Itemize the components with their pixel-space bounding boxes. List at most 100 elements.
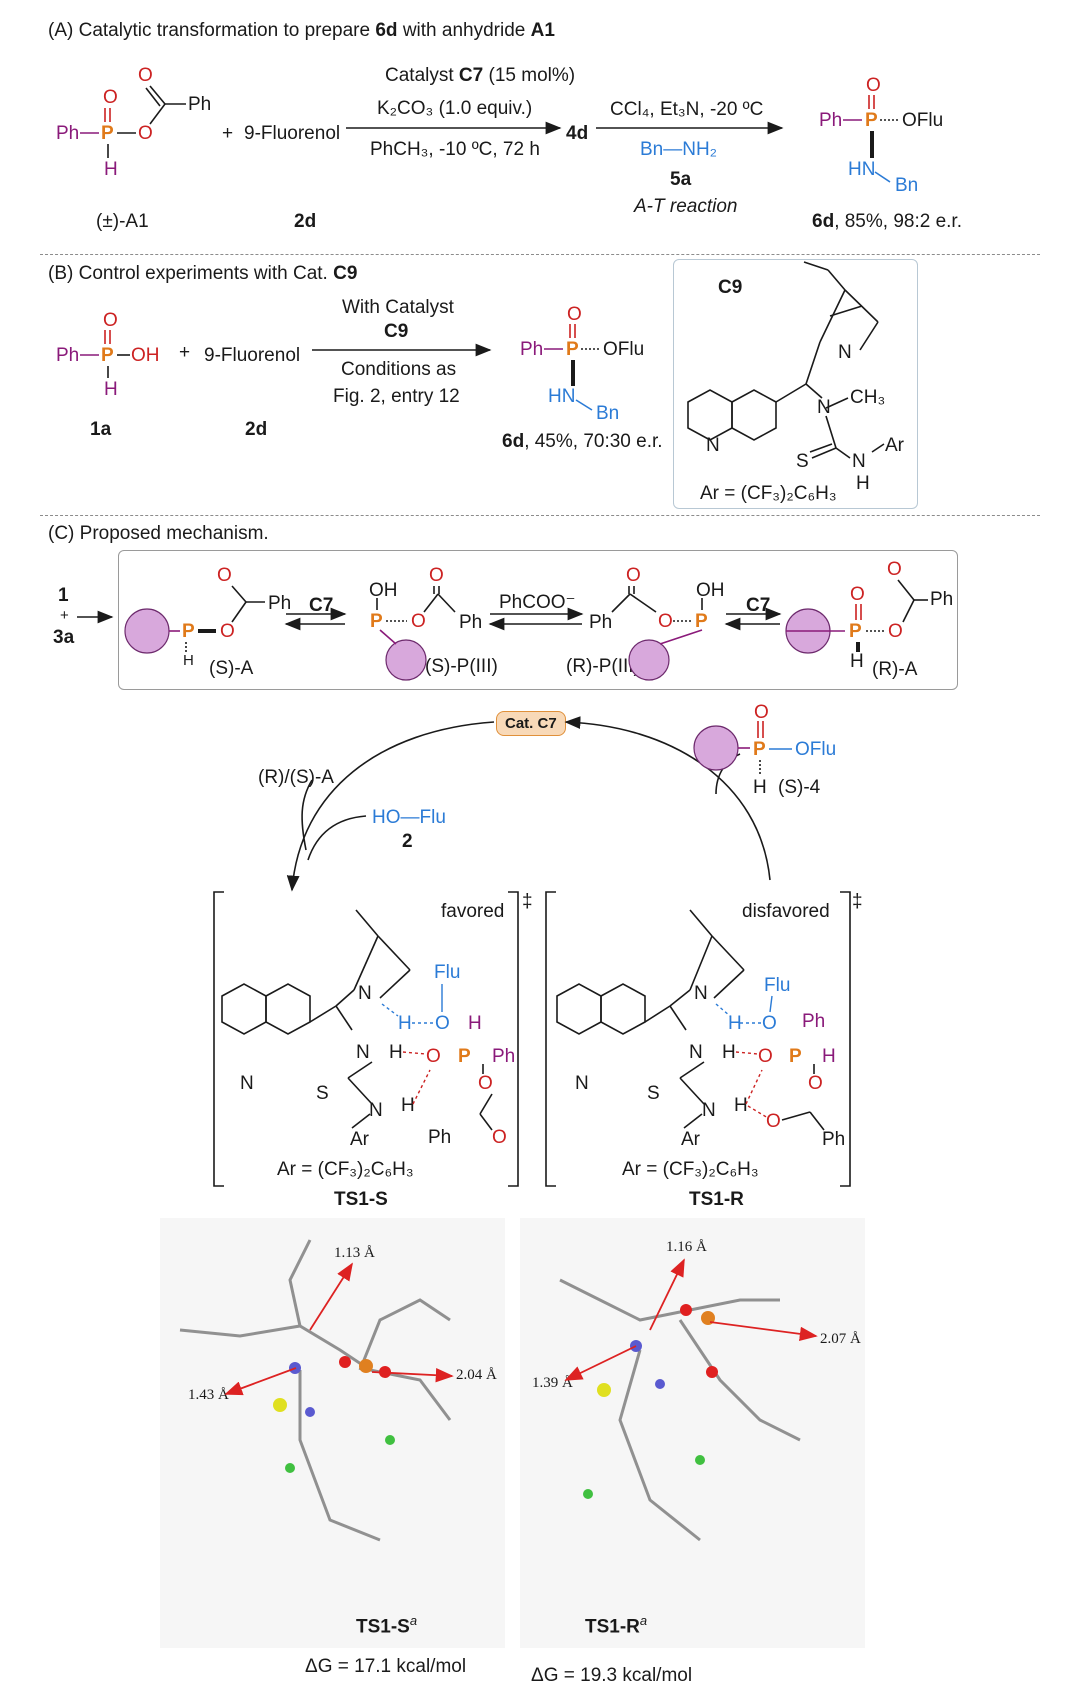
tss-n-quin: N xyxy=(358,983,372,1004)
a1-h: H xyxy=(104,159,118,180)
sp-p: P xyxy=(370,611,383,632)
6d-b-oflu: OFlu xyxy=(603,339,645,360)
hoflu: HO—Flu xyxy=(372,807,446,828)
s4-h: H xyxy=(753,777,767,798)
sa-o: O xyxy=(220,621,235,642)
dg-ts1r: ΔG = 19.3 kcal/mol xyxy=(531,1665,693,1686)
rp-oh: OH xyxy=(696,580,725,601)
c9-nh-h: H xyxy=(856,473,870,494)
6d-b-o: O xyxy=(567,304,582,325)
a1-label: (±)-A1 xyxy=(96,211,149,232)
label-rp: (R)-P(III) xyxy=(566,656,640,677)
dist-207: 2.07 Å xyxy=(820,1331,861,1347)
divider-a-b xyxy=(40,254,1040,255)
rp-p: P xyxy=(695,611,708,632)
ra-p: P xyxy=(849,621,862,642)
ra-o: O xyxy=(888,621,903,642)
cond-b4: Fig. 2, entry 12 xyxy=(333,386,460,407)
tss-quinoline-n: N xyxy=(240,1073,254,1094)
at-reaction: A-T reaction xyxy=(634,196,738,217)
label-s4: (S)-4 xyxy=(778,777,821,798)
c9-quinoline-n: N xyxy=(706,435,720,456)
a1-o-carbonyl: O xyxy=(138,65,153,86)
6d-hn: HN xyxy=(848,159,876,180)
6d-ph: Ph xyxy=(819,110,843,131)
a1-o-top: O xyxy=(103,87,118,108)
reactant-3a: 3a xyxy=(53,627,75,648)
1a-h: H xyxy=(104,379,118,400)
rp-o: O xyxy=(658,611,673,632)
tsr-o3: O xyxy=(766,1111,781,1132)
sa-ph: Ph xyxy=(268,593,292,614)
tss-p: P xyxy=(458,1046,471,1067)
tsr-n2-h: H xyxy=(734,1095,748,1116)
tsr-label: TS1-R xyxy=(689,1189,744,1210)
c9-n-methyl: N xyxy=(817,397,831,418)
tss-o2: O xyxy=(478,1073,493,1094)
tsr-nh: N xyxy=(689,1042,703,1063)
s4-p: P xyxy=(753,739,766,760)
sp-ph: Ph xyxy=(459,612,483,633)
amine-a: Bn—NH₂ xyxy=(640,139,718,160)
a1-ph-benzoyl: Ph xyxy=(188,94,212,115)
c9-ar: Ar xyxy=(885,435,904,456)
cond-a4: CCl₄, Et₃N, -20 ºC xyxy=(610,99,764,120)
dist-204: 2.04 Å xyxy=(456,1367,497,1383)
tsr-nh-h: H xyxy=(722,1042,736,1063)
6d-o: O xyxy=(866,75,881,96)
ra-o-top: O xyxy=(850,584,865,605)
disfavored-label: disfavored xyxy=(742,901,830,922)
fluorenol-a: 9-Fluorenol xyxy=(244,123,341,144)
sa-p: P xyxy=(182,621,195,642)
cond-b2: C9 xyxy=(384,321,409,342)
plus-b: + xyxy=(179,342,191,363)
tsr-quinoline-n: N xyxy=(575,1073,589,1094)
sp-o: O xyxy=(411,611,426,632)
sp-o-carbonyl: O xyxy=(429,565,444,586)
dg-ts1s: ΔG = 17.1 kcal/mol xyxy=(305,1656,467,1677)
ra-h: H xyxy=(850,651,864,672)
6d-oflu: OFlu xyxy=(902,110,944,131)
sa-h: H xyxy=(183,652,194,669)
dist-139: 1.39 Å xyxy=(532,1375,573,1391)
tsr-flu: Flu xyxy=(764,975,791,996)
ts1s-3d-label: TS1-Sa xyxy=(356,1613,418,1638)
a1-ph: Ph xyxy=(56,123,80,144)
c7-right: C7 xyxy=(746,595,771,616)
rp-ph: Ph xyxy=(589,612,613,633)
c7-left: C7 xyxy=(309,595,334,616)
s4-oflu: OFlu xyxy=(795,739,837,760)
tss-ph-h: H xyxy=(468,1013,482,1034)
ts1s-3d-model xyxy=(160,1218,505,1648)
cond-a1: Catalyst C7 (15 mol%) xyxy=(385,65,576,86)
dagger-right: ‡ xyxy=(852,891,863,912)
cond-b1: With Catalyst xyxy=(342,297,454,318)
tss-ph: Ph xyxy=(492,1046,516,1067)
tsr-n2: N xyxy=(702,1100,716,1121)
equilibrium-panel xyxy=(118,550,958,690)
favored-label: favored xyxy=(441,901,505,922)
ts1r-3d-model xyxy=(520,1218,865,1648)
section-b-title: (B) Control experiments with Cat. C9 xyxy=(48,263,358,284)
6d-b-p: P xyxy=(566,339,579,360)
tsr-s: S xyxy=(647,1083,660,1104)
tss-nh-h: H xyxy=(389,1042,403,1063)
phcoo: PhCOO⁻ xyxy=(499,592,576,613)
c9-s: S xyxy=(796,451,809,472)
a1-p: P xyxy=(101,123,114,144)
6d-bn: Bn xyxy=(895,175,919,196)
cond-a3: PhCH₃, -10 ºC, 72 h xyxy=(370,139,540,160)
tss-ph2: Ph xyxy=(428,1127,452,1148)
tsr-n-quin: N xyxy=(694,983,708,1004)
1a-ph: Ph xyxy=(56,345,80,366)
c9-structure-panel xyxy=(673,259,918,509)
dist-113: 1.13 Å xyxy=(334,1245,375,1261)
tsr-ph2: Ph xyxy=(822,1129,846,1150)
tss-o: O xyxy=(435,1013,450,1034)
tsr-h: H xyxy=(728,1013,742,1034)
tsr-o: O xyxy=(762,1013,777,1034)
dagger-left: ‡ xyxy=(522,891,533,912)
divider-b-c xyxy=(40,515,1040,516)
plus-a: + xyxy=(222,123,234,144)
c9-ch3: CH₃ xyxy=(850,387,886,408)
